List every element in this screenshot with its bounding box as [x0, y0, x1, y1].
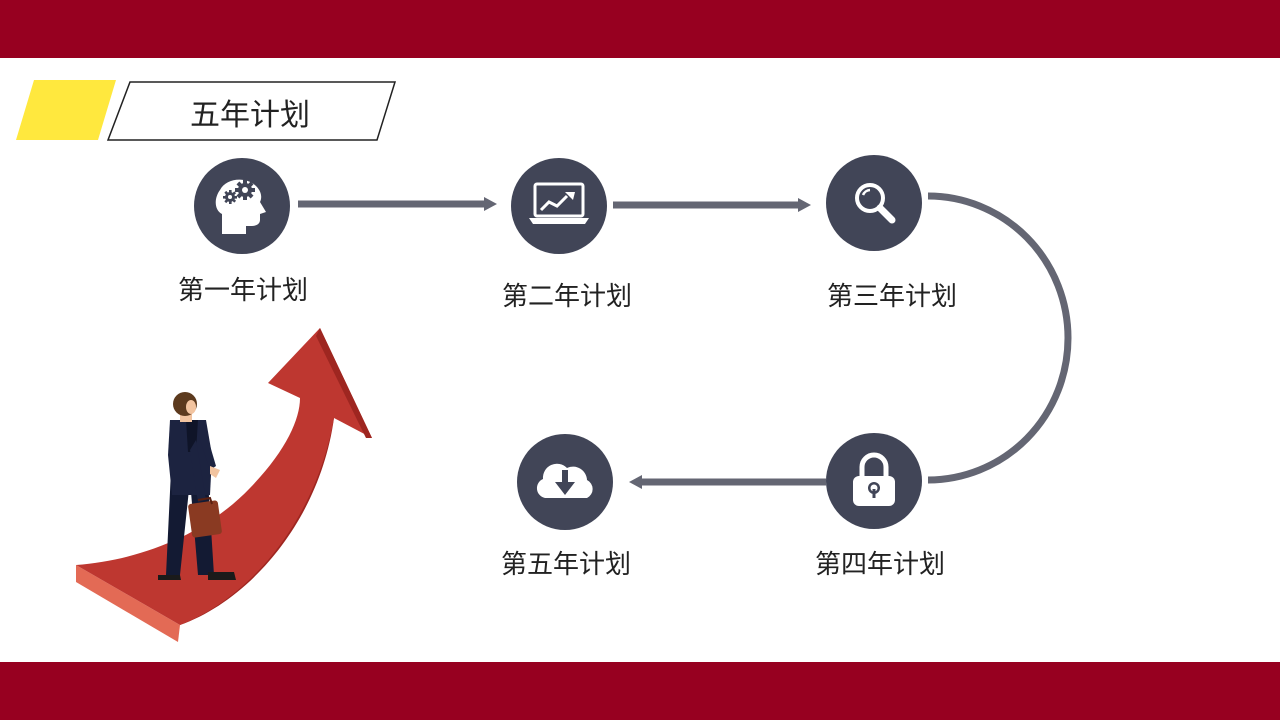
- step-3-node: [826, 155, 922, 251]
- step-5-label: 第五年计划: [500, 550, 631, 580]
- step-2-label: 第二年计划: [501, 282, 632, 312]
- brain-gears-icon: [215, 179, 266, 234]
- yellow-parallelogram: [16, 80, 116, 140]
- magnifier-icon: [855, 183, 896, 224]
- bottom-band: [0, 662, 1280, 720]
- title-badge: [16, 80, 397, 141]
- step-4-node: [826, 433, 922, 529]
- red-arrow: [76, 328, 372, 642]
- connector-4-5: [629, 475, 826, 489]
- step-2-node: [511, 158, 607, 254]
- connector-3-4: [927, 192, 1072, 484]
- connector-2-3: [613, 198, 811, 212]
- title-frame: [106, 81, 397, 141]
- top-band: [0, 0, 1280, 58]
- cloud-download-icon: [536, 463, 593, 498]
- padlock-icon: [853, 452, 895, 506]
- step-4-label: 第四年计划: [814, 550, 945, 580]
- page-title: 五年计划: [190, 98, 310, 133]
- laptop-chart-icon: [529, 182, 589, 224]
- step-1-node: [194, 158, 290, 254]
- businessman-arrow-illustration: [76, 328, 372, 642]
- step-5-node: [517, 434, 613, 530]
- step-3-label: 第三年计划: [826, 282, 957, 312]
- connector-1-2: [298, 197, 497, 211]
- businessman: [158, 392, 236, 580]
- step-1-label: 第一年计划: [177, 276, 308, 306]
